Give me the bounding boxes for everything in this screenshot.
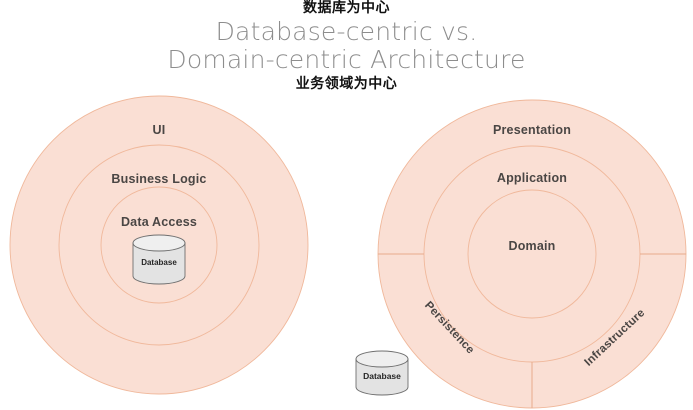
left-ring-middle-stroke bbox=[58, 144, 260, 346]
title-block: 数据库为中心 Database-centric vs. Domain-centr… bbox=[0, 0, 693, 93]
bottom-cylinder-top bbox=[355, 350, 409, 368]
page-title-line-2: Domain-centric Architecture bbox=[167, 45, 526, 74]
right-ring-inner-stroke bbox=[467, 189, 597, 319]
chinese-annotation-bottom: 业务领域为中心 bbox=[295, 76, 398, 92]
left-ring-inner-stroke bbox=[100, 186, 218, 304]
chinese-annotation-top: 数据库为中心 bbox=[303, 0, 390, 16]
right-diagram: Presentation Application Domain Persiste… bbox=[377, 99, 687, 409]
right-layer-label-application: Application bbox=[497, 171, 567, 185]
page-title: Database-centric vs. Domain-centric Arch… bbox=[0, 18, 693, 74]
left-database-cylinder: Database bbox=[132, 234, 186, 285]
page-title-line-1: Database-centric vs. bbox=[215, 17, 478, 46]
bottom-cylinder-body bbox=[355, 358, 409, 396]
left-ring-outer-stroke bbox=[9, 95, 309, 395]
right-layer-label-domain: Domain bbox=[508, 239, 555, 253]
right-ring-outer-fill bbox=[378, 100, 686, 408]
left-cylinder-label: Database bbox=[141, 258, 177, 267]
left-cylinder-body bbox=[132, 242, 186, 285]
bottom-cylinder-label: Database bbox=[363, 371, 401, 381]
left-layer-label-ui: UI bbox=[153, 123, 166, 137]
right-layer-label-presentation: Presentation bbox=[493, 123, 571, 137]
bottom-database-cylinder: Database bbox=[355, 350, 409, 396]
left-cylinder-top bbox=[132, 234, 186, 252]
left-diagram: UI Business Logic Data Access Database bbox=[9, 95, 309, 395]
left-layer-label-data-access: Data Access bbox=[121, 215, 197, 229]
left-layer-label-business-logic: Business Logic bbox=[111, 172, 206, 186]
